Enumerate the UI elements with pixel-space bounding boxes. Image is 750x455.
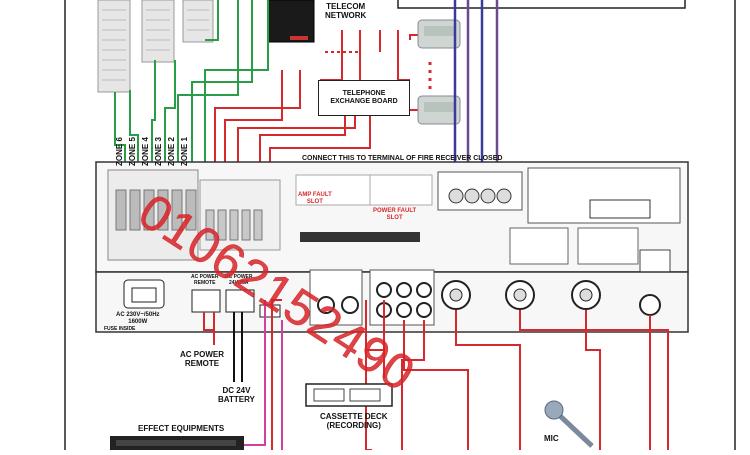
cassette-deck	[305, 383, 393, 407]
magenta-effect-wires	[240, 300, 283, 450]
dc-power-panel-label: DC POWER 24V/38A	[225, 274, 253, 286]
telephone-1	[417, 19, 461, 49]
column-speaker-3	[182, 0, 214, 43]
ac-power-remote-label: AC POWER REMOTE	[180, 350, 224, 368]
telephone-exchange-board: TELEPHONE EXCHANGE BOARD	[318, 80, 410, 116]
telephone-2	[417, 95, 461, 125]
mic-label: MIC	[544, 434, 559, 443]
column-speaker-2	[141, 0, 175, 63]
amplifier-panel	[95, 161, 689, 291]
zone-1-label: ZONE 1	[180, 137, 189, 166]
red-output-wires	[203, 299, 669, 451]
effect-equipments-label: EFFECT EQUIPMENTS	[138, 424, 225, 433]
blue-input-wires	[453, 0, 499, 178]
power-fault-slot: POWER FAULT SLOT	[373, 208, 417, 221]
cassette-deck-label: CASSETTE DECK (RECORDING)	[320, 412, 388, 430]
zone-4-label: ZONE 4	[141, 137, 150, 166]
amp-fault-slot: AMP FAULT SLOT	[298, 192, 332, 205]
zone-2-label: ZONE 2	[167, 137, 176, 166]
ac-power-input-label: AC 230V~/50Hz 1600W	[116, 312, 160, 325]
top-right-box	[397, 0, 686, 9]
connect-note: CONNECT THIS TO TERMINAL OF FIRE RECEIVE…	[302, 155, 503, 162]
telecom-section	[323, 0, 371, 32]
amplifier-lower-panel	[95, 269, 689, 333]
ac-power-remote-panel-label: AC POWER REMOTE	[191, 274, 219, 286]
fuse-inside-label: FUSE INSIDE	[104, 326, 136, 332]
battery-wires	[233, 312, 243, 382]
telecom-network-label: TELECOM NETWORK	[325, 2, 367, 20]
zone-6-label: ZONE 6	[115, 137, 124, 166]
column-speaker-1	[97, 0, 131, 93]
effect-equipment	[110, 436, 244, 450]
exchange-label: TELEPHONE EXCHANGE BOARD	[330, 90, 398, 105]
microphone-icon	[544, 400, 594, 448]
box-speaker	[267, 0, 315, 43]
dc-battery-label: DC 24V BATTERY	[218, 386, 255, 404]
zone-5-label: ZONE 5	[128, 137, 137, 166]
zone-3-label: ZONE 3	[154, 137, 163, 166]
